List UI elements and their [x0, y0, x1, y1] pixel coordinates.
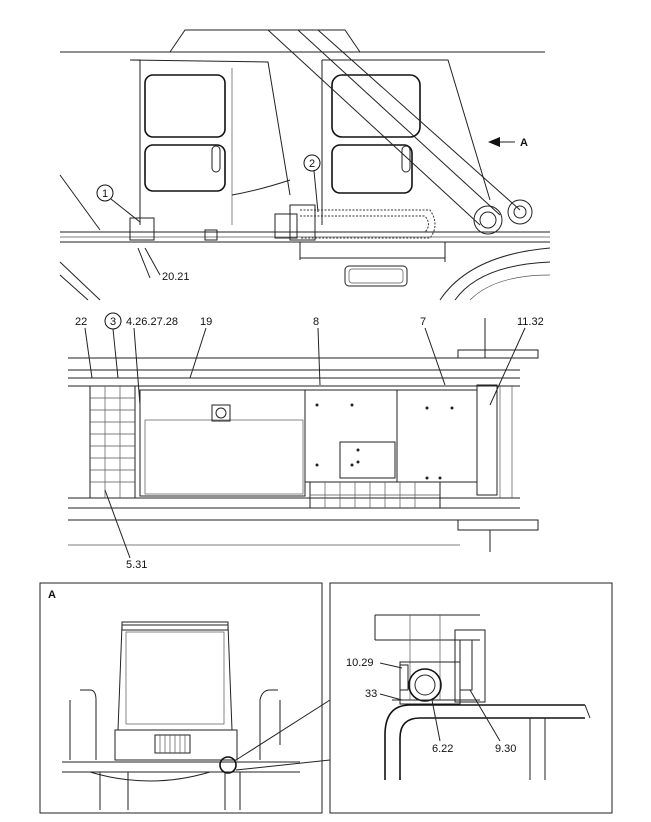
label-4-26-27-28: 4.26.27.28	[126, 316, 178, 328]
label-11-32: 11.32	[517, 316, 544, 328]
label-22: 22	[75, 316, 87, 328]
view-a-panel: A	[39, 582, 331, 814]
callout-1-label: 1	[102, 188, 108, 200]
callout-3: 3	[104, 312, 122, 379]
label-7: 7	[420, 316, 426, 328]
cab-top-view	[68, 318, 539, 552]
label-10-29: 10.29	[346, 657, 374, 669]
callout-2: 2	[303, 154, 321, 213]
callout-3-label: 3	[110, 316, 116, 328]
label-8: 8	[313, 316, 319, 328]
cab-side-view	[59, 29, 551, 301]
label-9-30: 9.30	[495, 743, 516, 755]
label-5-31: 5.31	[126, 559, 147, 571]
callout-2-label: 2	[309, 158, 315, 170]
view-a-marker: A	[520, 137, 528, 149]
view-a-title: A	[48, 589, 56, 601]
label-19: 19	[200, 316, 212, 328]
callout-1: 1	[96, 184, 141, 223]
label-33: 33	[365, 688, 377, 700]
callout-20-21: 20.21	[137, 247, 190, 283]
label-6-22: 6.22	[432, 743, 453, 755]
detail-panel	[329, 582, 613, 814]
label-20-21: 20.21	[162, 271, 190, 283]
